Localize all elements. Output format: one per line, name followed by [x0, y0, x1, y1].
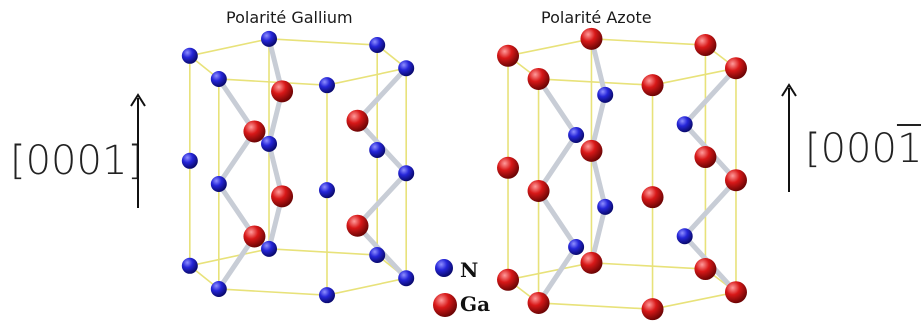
ga-atom	[580, 139, 603, 162]
n-atom	[676, 228, 693, 245]
n-atom	[181, 257, 198, 274]
bond	[536, 132, 579, 194]
bond	[355, 65, 409, 124]
ga-atom	[641, 298, 664, 321]
bond	[536, 188, 579, 250]
legend	[433, 259, 457, 317]
n-atom	[369, 37, 386, 54]
ga-atom	[724, 281, 747, 304]
n-atom	[676, 116, 693, 133]
ga-atom	[346, 109, 369, 132]
ga-atom	[694, 146, 717, 169]
nitrogen-polarity-cell	[497, 27, 747, 321]
bond	[536, 244, 579, 306]
ga-atom	[580, 27, 603, 50]
gallium-up-arrow-icon	[130, 93, 146, 208]
legend-n-label: N	[460, 258, 479, 282]
n-atom	[261, 30, 278, 47]
n-atom	[597, 198, 614, 215]
ga-atom	[641, 74, 664, 97]
legend-ga-label: Ga	[460, 292, 491, 316]
gallium-polarity-cell	[181, 30, 415, 304]
nitrogen-polarity-title: Polarité Azote	[541, 8, 652, 27]
ga-atom	[243, 120, 266, 143]
ga-atom	[243, 225, 266, 248]
bond	[682, 177, 739, 239]
n-atom	[398, 60, 415, 77]
ga-atom	[580, 251, 603, 274]
ga-atom	[497, 268, 520, 291]
nitrogen-up-arrow-icon	[781, 83, 797, 192]
ga-atom	[527, 67, 550, 90]
ga-atom	[497, 156, 520, 179]
n-atom	[181, 152, 198, 169]
ga-atom	[724, 169, 747, 192]
n-atom	[181, 47, 198, 64]
n-atom	[318, 287, 335, 304]
ga-atom	[527, 179, 550, 202]
legend-ga-atom-icon	[433, 293, 457, 317]
ga-atom	[694, 34, 717, 57]
ga-atom	[346, 214, 369, 237]
ga-atom	[497, 44, 520, 67]
n-atom	[568, 238, 585, 255]
gallium-direction-label: [0001]	[10, 138, 144, 184]
n-atom	[210, 175, 227, 192]
bond	[355, 170, 409, 229]
n-atom	[210, 280, 227, 297]
nitrogen-direction-prefix: [000	[805, 126, 897, 172]
ga-atom	[271, 80, 294, 103]
ga-atom	[271, 185, 294, 208]
n-atom	[568, 126, 585, 143]
n-atom	[597, 86, 614, 103]
nitrogen-direction-label: [0001]	[805, 126, 921, 172]
n-atom	[369, 247, 386, 264]
ga-atom	[724, 57, 747, 80]
legend-n-atom-icon	[435, 259, 453, 277]
ga-atom	[641, 186, 664, 209]
ga-atom	[527, 291, 550, 314]
ga-atom	[694, 258, 717, 281]
n-atom	[369, 142, 386, 159]
n-atom	[318, 77, 335, 94]
n-atom	[210, 70, 227, 87]
n-atom	[398, 270, 415, 287]
n-atom	[398, 165, 415, 182]
bond	[536, 76, 579, 138]
bond	[682, 65, 739, 127]
nitrogen-direction-bar-digit: 1	[896, 126, 921, 172]
gallium-polarity-title: Polarité Gallium	[226, 8, 353, 27]
n-atom	[261, 135, 278, 152]
n-atom	[261, 240, 278, 257]
n-atom	[318, 182, 335, 199]
